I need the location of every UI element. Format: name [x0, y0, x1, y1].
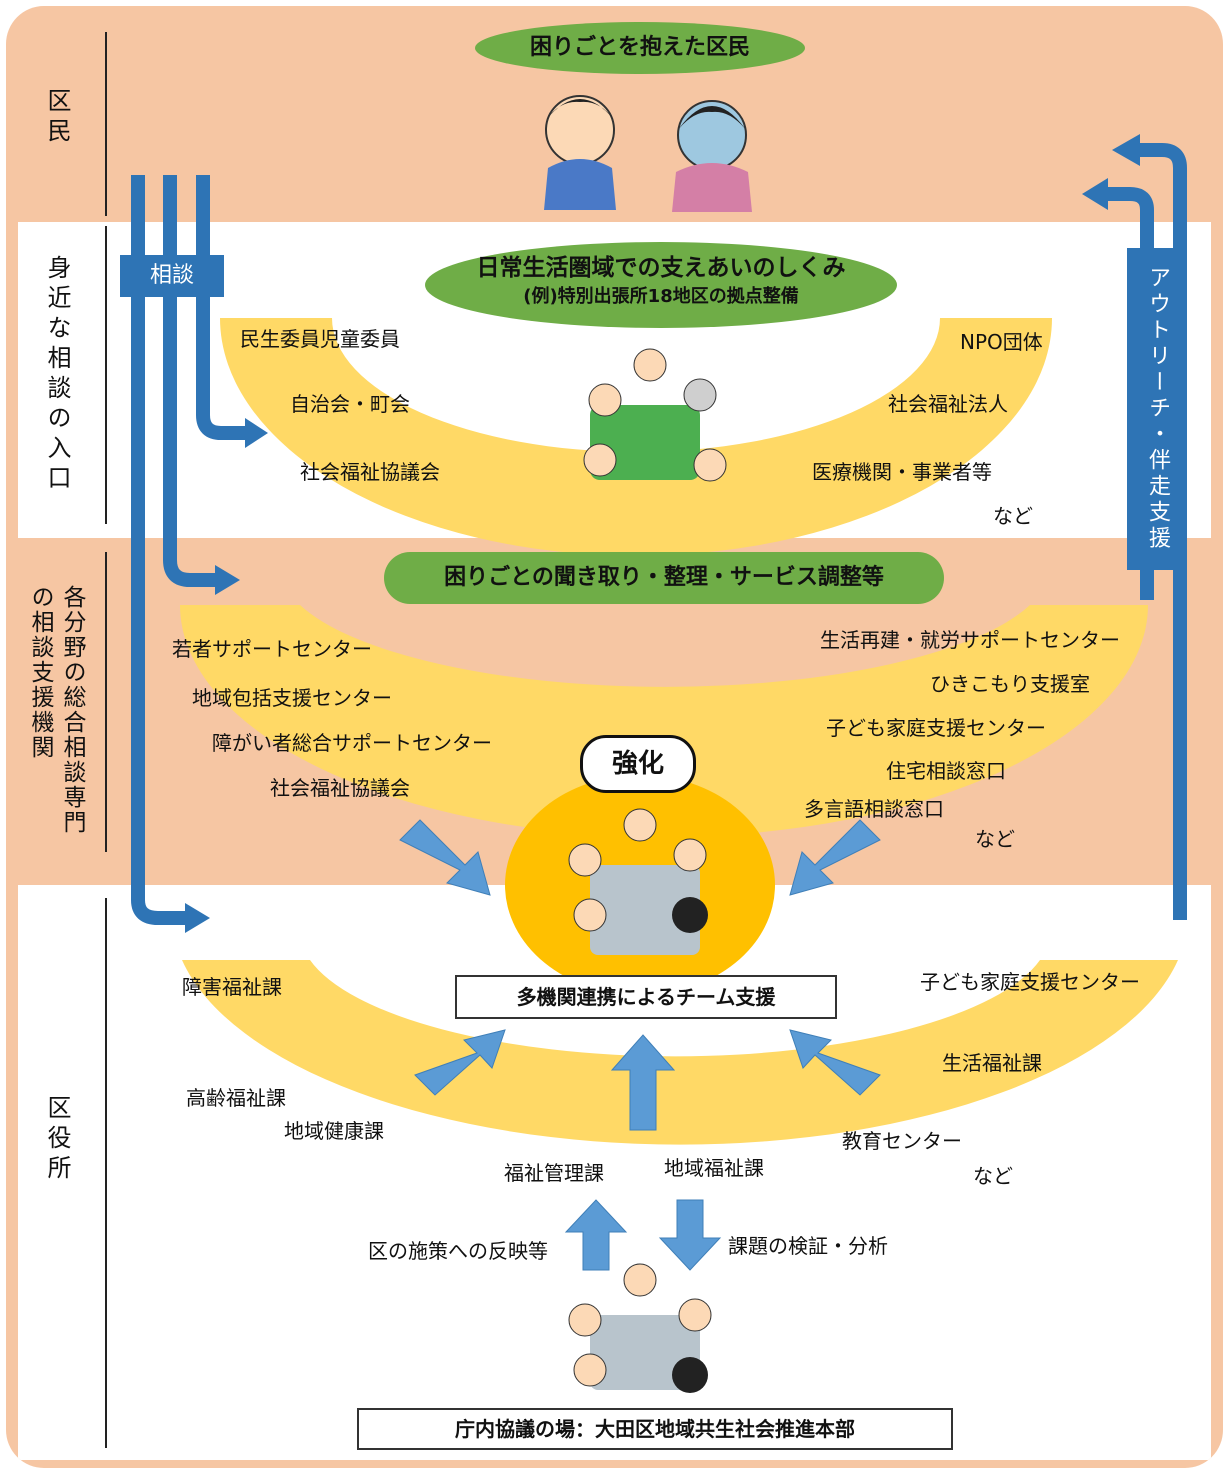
specialized-right-2: 子ども家庭支援センター [826, 716, 1046, 740]
council-box: 庁内協議の場：大田区地域共生社会推進本部 [357, 1408, 953, 1450]
strengthen-badge: 強化 [580, 735, 696, 793]
nearby-right-0: NPO団体 [960, 330, 1043, 354]
nearby-left-0: 民生委員児童委員 [240, 327, 400, 351]
verify-label: 課題の検証・分析 [728, 1234, 888, 1258]
specialized-right-4: 多言語相談窓口 [804, 797, 944, 821]
section-label-ward: 区役所 [43, 1095, 71, 1185]
ward-right-1: 生活福祉課 [942, 1051, 1042, 1075]
ward-bottom-0: 福祉管理課 [504, 1161, 604, 1185]
consult-arrowheads [185, 418, 268, 933]
nearby-right-3: など [993, 504, 1033, 528]
residents-illustration [544, 95, 752, 212]
nearby-meeting-illustration [583, 348, 727, 482]
ward-right-0: 子ども家庭支援センター [920, 970, 1140, 994]
block-arrows [399, 819, 881, 1271]
team-meeting-illustration [568, 808, 708, 955]
divider-residents [105, 32, 107, 216]
consult-arrows [131, 175, 245, 925]
ward-right-2: 教育センター [842, 1129, 962, 1153]
nearby-right-1: 社会福祉法人 [888, 392, 1008, 416]
team-support-box: 多機関連携によるチーム支援 [455, 975, 837, 1019]
nearby-right-2: 医療機関・事業者等 [812, 460, 992, 484]
specialized-arc [180, 605, 1148, 837]
section-label-specialized: 各分野の総合相談専門の相談支援機関 [27, 585, 85, 835]
section-label-nearby: 身近な相談の入口 [43, 255, 71, 495]
specialized-right-3: 住宅相談窓口 [886, 759, 1006, 783]
divider-nearby [105, 226, 107, 524]
specialized-right-0: 生活再建・就労サポートセンター [820, 628, 1120, 652]
nearby-title-pill: 日常生活圏域での支えあいのしくみ (例)特別出張所18地区の拠点整備 [425, 242, 897, 328]
outreach-tag: アウトリーチ・伴走支援 [1127, 248, 1187, 570]
ward-left-2: 地域健康課 [284, 1119, 384, 1143]
ward-right-3: など [973, 1164, 1013, 1188]
divider-ward [105, 898, 107, 1448]
ward-left-1: 高齢福祉課 [186, 1086, 286, 1110]
ward-bottom-1: 地域福祉課 [664, 1156, 764, 1180]
reflect-label: 区の施策への反映等 [368, 1239, 548, 1263]
specialized-right-1: ひきこもり支援室 [930, 672, 1090, 696]
divider-specialized [105, 552, 107, 852]
consult-tag: 相談 [120, 255, 224, 297]
nearby-arc [220, 318, 1052, 556]
nearby-left-2: 社会福祉協議会 [300, 460, 440, 484]
section-label-residents: 区民 [43, 88, 71, 148]
council-meeting-illustration [568, 1263, 712, 1393]
ward-left-0: 障害福祉課 [182, 975, 282, 999]
nearby-left-1: 自治会・町会 [290, 392, 410, 416]
nearby-subtitle: (例)特別出張所18地区の拠点整備 [523, 286, 799, 307]
specialized-left-2: 障がい者総合サポートセンター [212, 731, 492, 755]
residents-title: 困りごとを抱えた区民 [529, 35, 750, 60]
specialized-title-pill: 困りごとの聞き取り・整理・サービス調整等 [384, 552, 944, 604]
nearby-title: 日常生活圏域での支えあいのしくみ [476, 255, 846, 281]
outreach-arrows [1108, 143, 1187, 920]
ward-arc [182, 960, 1178, 1145]
specialized-title: 困りごとの聞き取り・整理・サービス調整等 [444, 565, 884, 590]
specialized-right-5: など [975, 827, 1015, 851]
specialized-left-1: 地域包括支援センター [192, 686, 392, 710]
specialized-left-0: 若者サポートセンター [172, 637, 372, 661]
residents-title-pill: 困りごとを抱えた区民 [475, 22, 805, 74]
outreach-arrowheads [1082, 134, 1140, 210]
specialized-left-3: 社会福祉協議会 [270, 776, 410, 800]
